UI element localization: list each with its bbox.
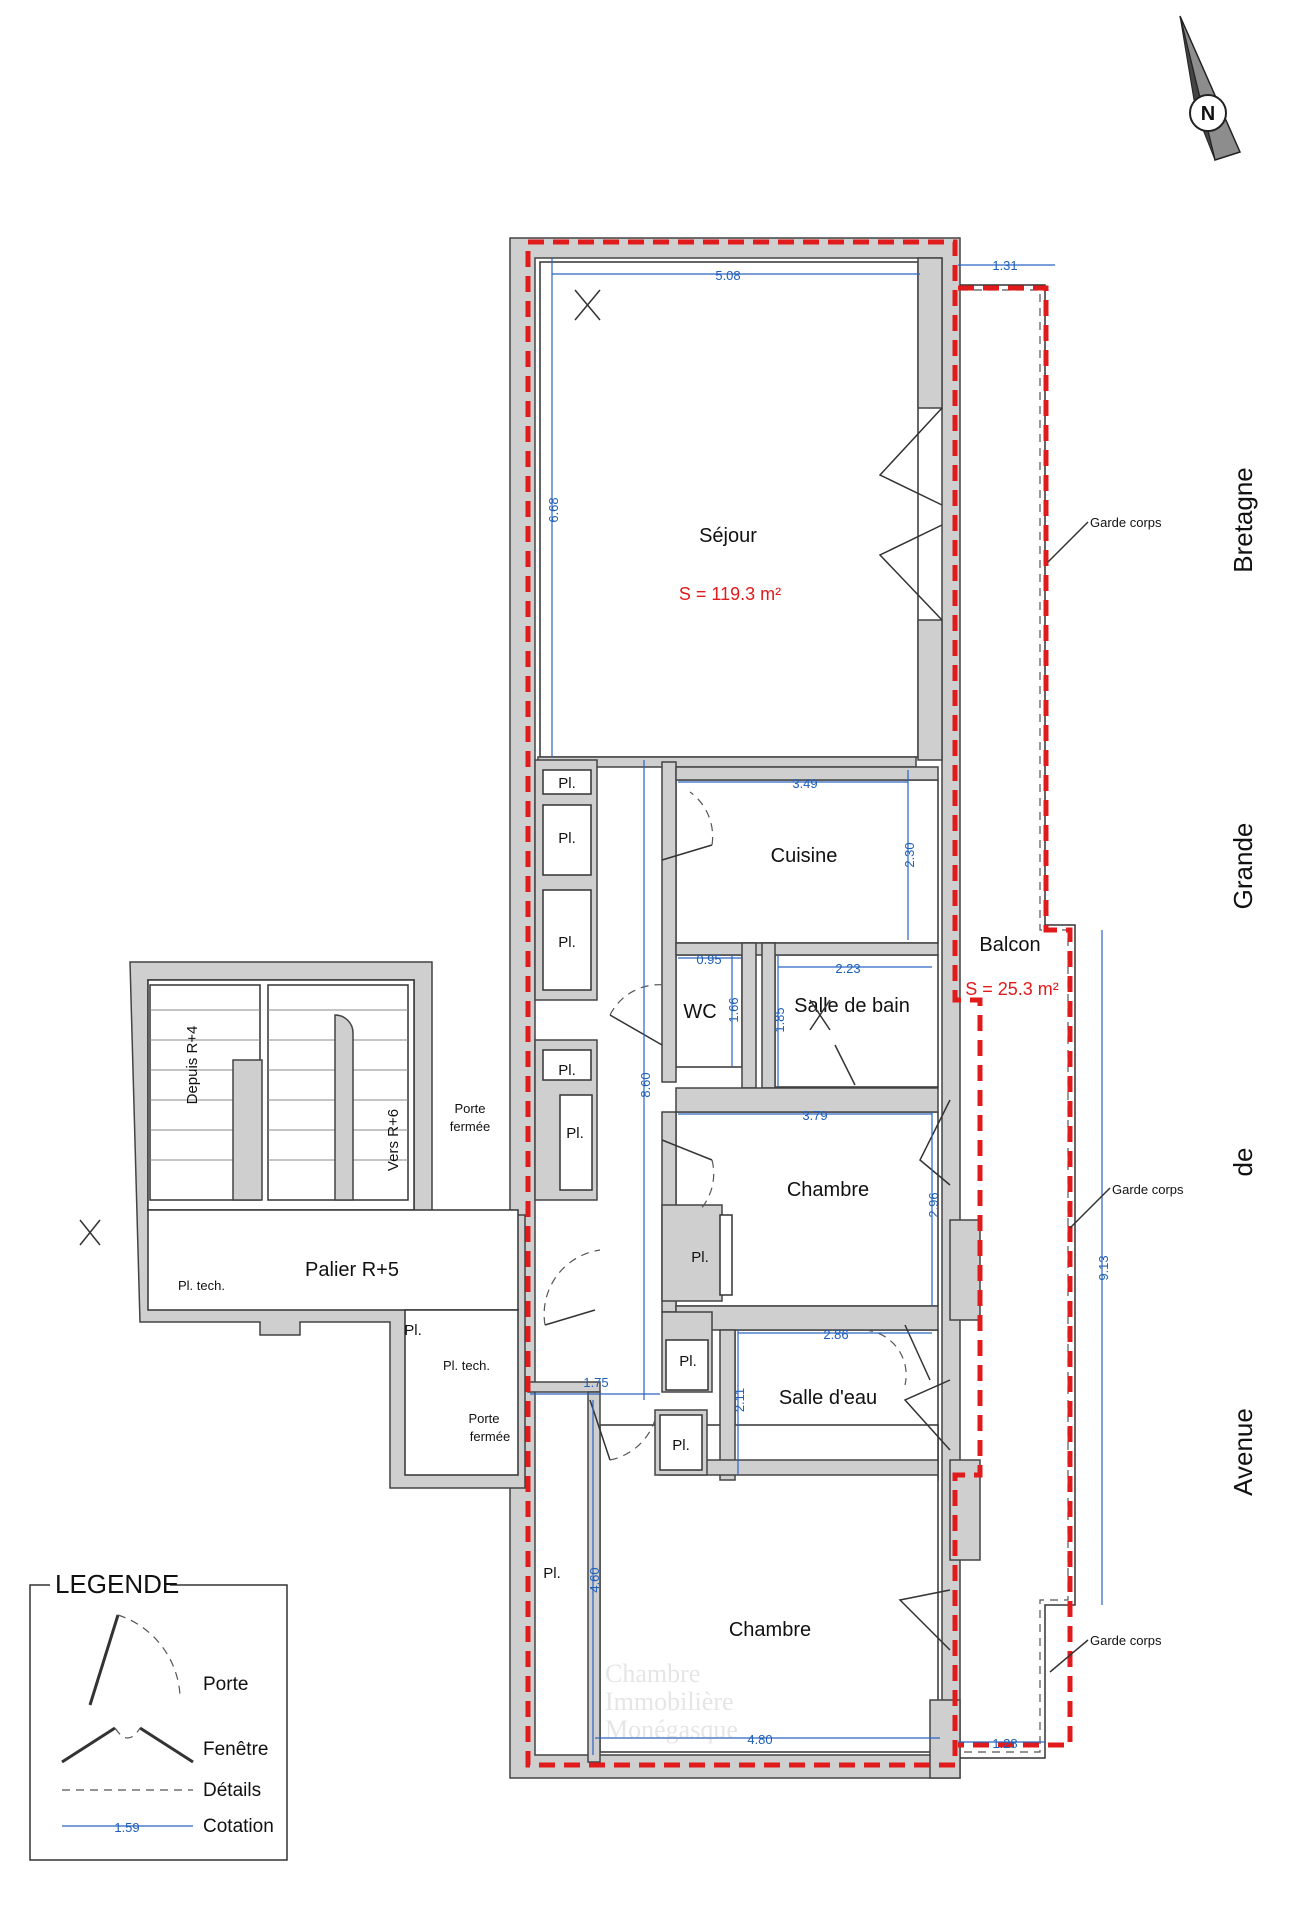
dim-sdb-height: 1.85 [772,1007,787,1032]
dim-balcon-height: 9.13 [1096,1255,1111,1280]
closet-label: Pl. [558,934,576,951]
north-arrow-icon: N [1179,15,1242,161]
stairwell [129,961,526,1489]
legend-cotation-sample: 1.59 [114,1820,139,1835]
dim-corridor-height: 8.60 [638,1072,653,1097]
dim-wc-width: 0.95 [696,952,721,967]
room-chambre-2: Chambre [729,1619,811,1641]
dim-chambre1-height: 2.96 [926,1192,941,1217]
closet-label: Pl. [558,830,576,847]
room-wc: WC [683,1001,716,1023]
garde-corps-label: Garde corps [1112,1182,1184,1197]
stairs-down-label: Depuis R+4 [184,1026,201,1105]
dim-entry-width: 1.75 [583,1375,608,1390]
legend-cotation: Cotation [203,1816,274,1837]
dim-chambre2-height: 4.60 [587,1567,602,1592]
north-label: N [1201,103,1215,125]
door-symbols [543,791,931,1461]
garde-corps-label: Garde corps [1090,515,1162,530]
fermee-label: fermée [470,1429,510,1444]
room-balcon: Balcon [979,934,1040,956]
room-chambre-1: Chambre [787,1179,869,1201]
svg-text:Monégasque: Monégasque [605,1715,738,1744]
dim-wc-height: 1.66 [726,997,741,1022]
legend-fenetre: Fenêtre [203,1739,268,1760]
dimension-lines [530,258,1103,1755]
closet-label: Pl. [558,775,576,792]
area-apartment: S = 119.3 m² [679,584,781,604]
stairs-up-label: Vers R+6 [385,1109,402,1171]
dim-sdb-width: 2.23 [835,961,860,976]
dim-cuisine-width: 3.49 [792,776,817,791]
pl-tech-label: Pl. tech. [178,1278,225,1293]
closet-label: Pl. [543,1565,561,1582]
garde-corps-label: Garde corps [1090,1633,1162,1648]
window-symbols [878,407,951,1651]
street-word-1: Avenue [1228,1408,1258,1496]
fermee-label: fermée [450,1119,490,1134]
watermark-logo: Chambre Immobilière Monégasque [605,1659,738,1744]
legend-window-icon [61,1726,116,1764]
closet-label: Pl. [404,1322,422,1339]
dim-balcon-top: 1.31 [992,258,1017,273]
cross-marks [79,289,831,1246]
closet-label: Pl. [679,1353,697,1370]
closet-label: Pl. [558,1062,576,1079]
room-fills [539,261,939,1753]
dim-sde-height: 2.11 [732,1388,747,1412]
legend-details: Détails [203,1780,261,1801]
room-salle-eau: Salle d'eau [779,1387,877,1409]
closet-label: Pl. [566,1125,584,1142]
balcony-boundary [958,285,1073,1748]
legend-door-icon [88,1614,120,1706]
apartment-boundary [525,239,983,1768]
closet-label: Pl. [672,1437,690,1454]
room-cuisine: Cuisine [771,845,838,867]
room-salle-de-bain: Salle de bain [794,995,910,1017]
room-sejour: Séjour [699,525,757,547]
legend: LEGENDE Porte Fenêtre Détails 1.59 Cotat… [29,1569,288,1861]
closet-label: Pl. [691,1249,709,1266]
street-word-4: Bretagne [1228,467,1258,573]
street-word-2: de [1228,1148,1258,1177]
dim-balcon-bottom: 1.28 [992,1736,1017,1751]
street-word-3: Grande [1228,823,1258,910]
legend-porte: Porte [203,1674,248,1695]
dim-chambre1-width: 3.79 [802,1108,827,1123]
area-balcony: S = 25.3 m² [965,979,1059,999]
dim-sde-width: 2.86 [823,1327,848,1342]
porte-label: Porte [468,1411,499,1426]
dim-sejour-height: 6.68 [546,497,561,522]
dim-chambre2-width: 4.80 [747,1732,772,1747]
room-palier: Palier R+5 [305,1259,399,1281]
svg-text:Chambre: Chambre [605,1659,700,1688]
porte-label: Porte [454,1101,485,1116]
dim-cuisine-height: 2.30 [902,842,917,867]
dim-sejour-width: 5.08 [715,268,740,283]
pl-tech-label: Pl. tech. [443,1358,490,1373]
legend-title: LEGENDE [55,1569,179,1599]
svg-text:Immobilière: Immobilière [605,1687,734,1716]
